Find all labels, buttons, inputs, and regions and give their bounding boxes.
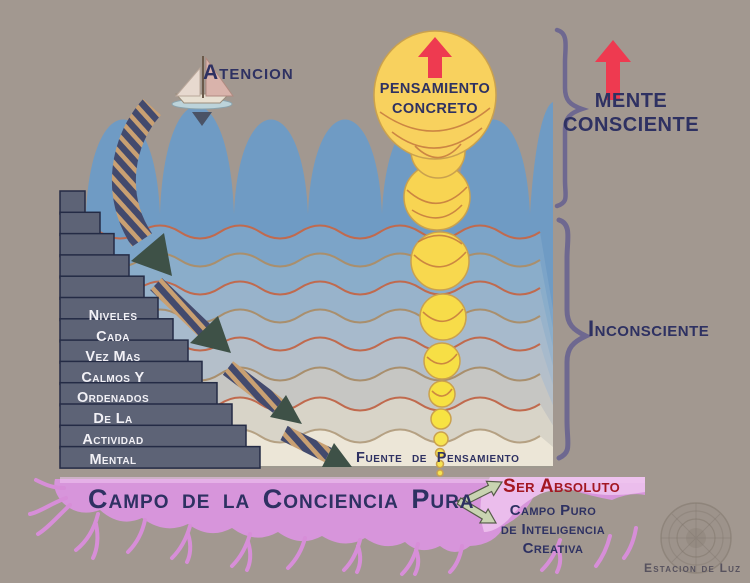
stairs-text-line8: Mental — [89, 452, 137, 469]
pure-field-creative-intelligence-label: Campo Puro de Inteligencia Creativa — [478, 502, 628, 560]
thought-bubble-column — [373, 30, 497, 477]
stairs-text-line1: Niveles — [88, 308, 138, 324]
stairs-text-line7: Actividad — [82, 431, 144, 448]
concrete-thought-label: PENSAMIENTO CONCRETO — [375, 81, 495, 118]
conscious-mind-line1: MENTE — [594, 90, 668, 112]
stairs-text-line2: Cada — [96, 328, 130, 345]
pure-field-line1: Campo Puro — [509, 502, 597, 519]
sailboat-icon — [171, 56, 234, 126]
absolute-being-label: Ser Absoluto — [503, 476, 621, 497]
double-headed-arrow-icon — [456, 480, 504, 524]
root-tendrils — [28, 478, 638, 576]
up-arrow-icon — [418, 37, 452, 78]
pure-field-line3: Creativa — [522, 540, 584, 557]
conscious-mind-label: MENTE CONSCIENTE — [556, 90, 706, 136]
pure-consciousness-field-band — [28, 477, 646, 576]
stairs-text-line3: Vez Mas — [85, 349, 141, 366]
pure-consciousness-field-label: Campo de la Conciencia Pura — [88, 484, 475, 514]
concrete-thought-line2: CONCRETO — [392, 100, 478, 117]
down-right-striped-arrows — [111, 98, 352, 467]
estacion-de-luz-credit: Estacion de Luz — [644, 561, 742, 575]
unconscious-label: Inconsciente — [588, 316, 710, 341]
mental-activity-levels-label: Niveles Cada Vez Mas Calmos Y Ordenados … — [38, 306, 188, 471]
conscious-mind-line2: CONSCIENTE — [562, 114, 700, 136]
pure-field-line2: de Inteligencia — [500, 521, 606, 538]
curly-brace — [554, 27, 592, 461]
source-of-thought-label: Fuente de Pensamiento — [356, 450, 520, 466]
staircase-illustration — [59, 190, 261, 469]
stairs-text-line6: De La — [93, 410, 133, 427]
attention-label: Atencion — [203, 61, 294, 84]
stairs-text-line5: Ordenados — [76, 390, 150, 407]
concrete-thought-line1: PENSAMIENTO — [379, 81, 491, 97]
stairs-text-line4: Calmos Y — [81, 369, 145, 386]
up-arrow-icon — [595, 40, 631, 100]
mandala-logo-icon — [660, 502, 732, 574]
